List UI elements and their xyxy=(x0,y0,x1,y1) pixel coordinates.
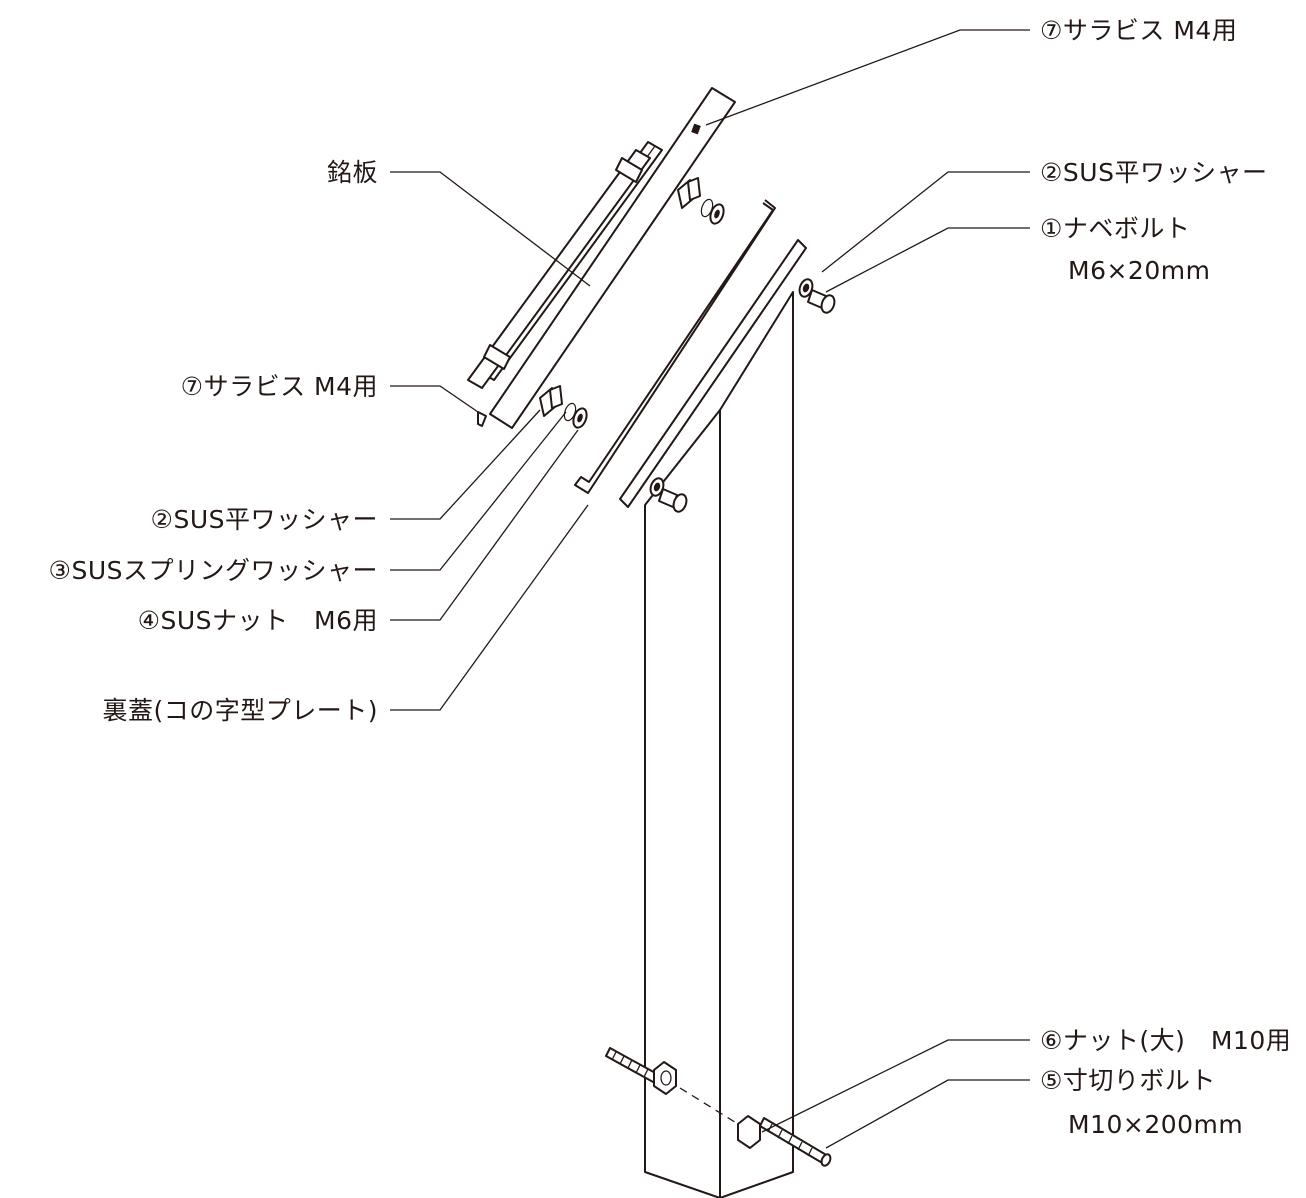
label-pan-bolt-size: M6×20mm xyxy=(1068,256,1211,285)
cut-bolt-assembly xyxy=(605,1047,832,1167)
label-nut-large: ⑥ナット(大) M10用 xyxy=(1040,1026,1292,1055)
leader-lines xyxy=(390,29,1030,1149)
post xyxy=(644,291,794,1198)
label-cut-bolt-size: M10×200mm xyxy=(1068,1110,1244,1139)
label-flat-washer-right: ②SUS平ワッシャー xyxy=(1040,158,1268,187)
label-nameplate: 銘板 xyxy=(326,158,378,187)
countersunk-screw-bottom xyxy=(477,411,487,427)
label-cut-bolt: ⑤寸切りボルト xyxy=(1040,1066,1216,1095)
fastener-stack-lower xyxy=(539,385,588,429)
label-nut-m6: ④SUSナット M6用 xyxy=(137,606,378,635)
pan-bolt-upper xyxy=(798,278,836,314)
label-pan-bolt: ①ナベボルト xyxy=(1040,214,1191,243)
label-back-cover: 裏蓋(コの字型プレート) xyxy=(102,696,378,725)
nameplate-panel xyxy=(467,87,736,429)
fastener-stack-upper xyxy=(677,177,725,225)
pan-bolt-lower xyxy=(649,477,688,513)
label-spring-washer: ③SUSスプリングワッシャー xyxy=(48,556,378,585)
back-cover-plate xyxy=(574,199,776,494)
label-flat-washer-left: ②SUS平ワッシャー xyxy=(150,505,378,534)
label-screw-top: ⑦サラビス M4用 xyxy=(1040,16,1238,45)
post-top-plate xyxy=(619,239,807,508)
label-screw-left: ⑦サラビス M4用 xyxy=(180,372,378,401)
